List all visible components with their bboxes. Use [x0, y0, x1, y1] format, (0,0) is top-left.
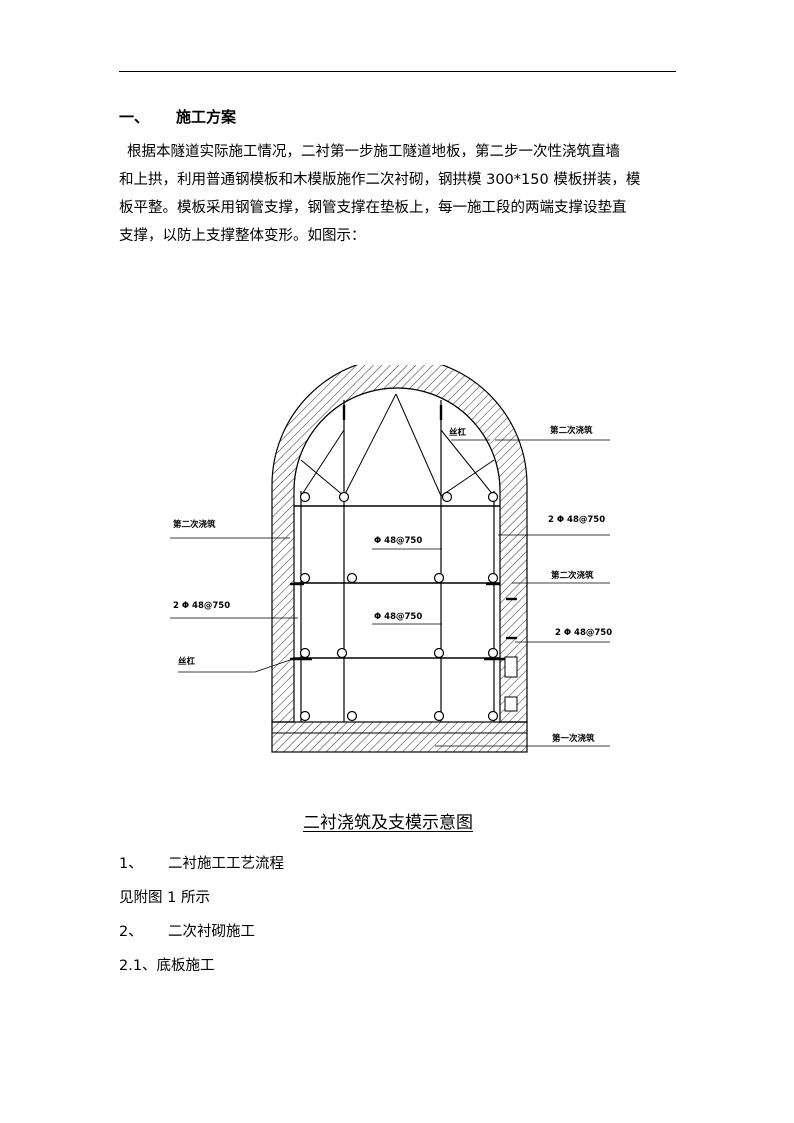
lining-diagram-svg: 第二次浇筑 2 Φ 48@750 丝杠 丝杠 Φ 48@750 Φ 48@750… [170, 365, 612, 753]
list-item-text: 二次衬砌施工 [168, 924, 255, 940]
figure-caption: 二衬浇筑及支模示意图 [303, 813, 473, 833]
label-pipe-center-lower: Φ 48@750 [374, 612, 422, 622]
list-item-number: 1、 [119, 856, 143, 872]
label-pipe-left: 2 Φ 48@750 [173, 601, 230, 611]
list-item-text: 2.1、底板施工 [119, 958, 215, 974]
list-item-number: 2、 [119, 924, 143, 940]
lining-diagram: 第二次浇筑 2 Φ 48@750 丝杠 丝杠 Φ 48@750 Φ 48@750… [160, 365, 630, 765]
label-second-pour-left: 第二次浇筑 [173, 519, 216, 530]
section-number: 一、 [119, 108, 150, 126]
list-item-text: 二衬施工工艺流程 [168, 856, 284, 872]
section-heading: 一、 施工方案 [119, 106, 236, 127]
label-second-pour-right-top: 第二次浇筑 [550, 425, 593, 436]
label-pipe-right-lower: 2 Φ 48@750 [555, 628, 612, 638]
paragraph-line: 和上拱，利用普通钢模板和木模版施作二次衬砌，钢拱模 300*150 模板拼装，模 [119, 172, 641, 188]
base-slab [271, 721, 528, 753]
list-item-text: 见附图 1 所示 [119, 890, 210, 906]
label-first-pour: 第一次浇筑 [552, 733, 595, 744]
label-screw-top: 丝杠 [449, 427, 467, 438]
list-item: 见附图 1 所示 [119, 886, 210, 907]
label-pipe-right-upper: 2 Φ 48@750 [548, 515, 605, 525]
label-screw-left: 丝杠 [178, 656, 196, 667]
header-rule [119, 71, 676, 72]
paragraph-line: 根据本隧道实际施工情况，二衬第一步施工隧道地板，第二步一次性浇筑直墙 [127, 144, 620, 160]
paragraph-line: 支撑，以防上支撑整体变形。如图示： [119, 228, 366, 244]
arch-braces [300, 393, 495, 497]
pipe-couplers [299, 491, 499, 722]
section-title: 施工方案 [176, 108, 237, 126]
list-item: 2.1、底板施工 [119, 954, 215, 975]
label-second-pour-right-mid: 第二次浇筑 [551, 570, 594, 581]
list-item: 2、 二次衬砌施工 [119, 920, 255, 941]
screw-jacks [290, 405, 517, 661]
inner-arch [293, 387, 501, 492]
label-pipe-center-upper: Φ 48@750 [374, 536, 422, 546]
section-paragraph: 根据本隧道实际施工情况，二衬第一步施工隧道地板，第二步一次性浇筑直墙 和上拱，利… [119, 138, 679, 250]
list-item: 1、 二衬施工工艺流程 [119, 852, 284, 873]
paragraph-line: 板平整。模板采用钢管支撑，钢管支撑在垫板上，每一施工段的两端支撑设垫直 [119, 200, 627, 216]
